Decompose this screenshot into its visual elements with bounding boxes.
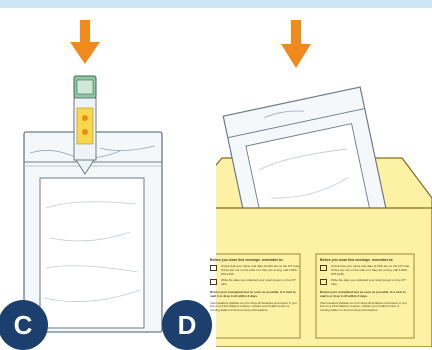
card-note: Return your completed test as soon as po… [210, 291, 300, 299]
envelope-instructions-left: Before you close this envelope, remember… [210, 258, 300, 313]
card-item: Check that your name and date of birth a… [331, 265, 410, 276]
card-footer: Visit locations (Mobile.com for drop-off… [320, 302, 410, 313]
checkbox-icon [210, 279, 217, 285]
card-item: Write the date you collected your stool … [331, 279, 410, 287]
card-title: Before you close this envelope, remember… [210, 258, 300, 262]
top-band [0, 0, 432, 8]
envelope-instructions-right: Before you close this envelope, remember… [320, 258, 410, 313]
step-badge-c: C [0, 300, 48, 350]
card-footer: Visit locations (Mobile.com for drop-off… [210, 302, 300, 313]
down-arrow-icon [70, 20, 100, 64]
card-item: Check that your name and date of birth a… [221, 265, 300, 276]
card-item: Write the date you collected your stool … [221, 279, 300, 287]
panel-c [0, 8, 214, 347]
fit-tube [74, 76, 96, 174]
step-badge-d: D [162, 300, 212, 350]
checkbox-icon [320, 279, 327, 285]
down-arrow-icon [281, 20, 311, 68]
card-title: Before you close this envelope, remember… [320, 258, 410, 262]
panel-c-illustration [0, 8, 214, 347]
card-note: Return your completed test as soon as po… [320, 291, 410, 299]
checkbox-icon [320, 265, 327, 271]
checkbox-icon [210, 265, 217, 271]
